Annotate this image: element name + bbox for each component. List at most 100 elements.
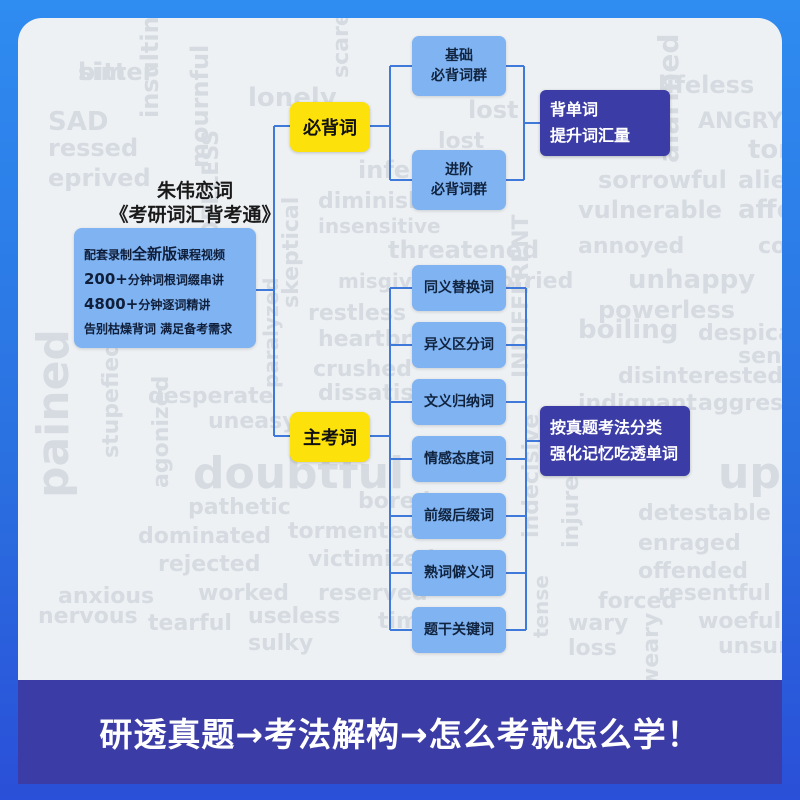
intro-box: 配套录制全新版课程视频 200+分钟词根词缀串讲 4800+分钟逐词精讲 告别枯… [74, 228, 256, 348]
intro-line-text: 分钟逐词精讲 [138, 298, 211, 312]
background-word: forced [598, 589, 677, 614]
node-basic-words: 基础 必背词群 [412, 36, 506, 96]
background-word: tormented [288, 519, 419, 544]
background-word: woeful [698, 609, 781, 634]
background-word: nervous [38, 604, 138, 629]
background-word: unsure [718, 634, 782, 659]
intro-line: 200+分钟词根词缀串讲 [84, 267, 248, 292]
background-word: threatened [388, 236, 539, 264]
background-word: enraged [638, 531, 741, 556]
background-word: eprived [48, 164, 151, 192]
background-word: uneasy [208, 409, 297, 434]
outcome-line: 背单词 [550, 100, 599, 119]
outcome-line: 按真题考法分类 [550, 418, 663, 437]
node-distinction: 异义区分词 [412, 322, 506, 368]
background-word: sorrowful [598, 166, 727, 194]
background-word: wary [568, 611, 628, 636]
background-word: dominated [138, 524, 271, 549]
node-advanced-words: 进阶 必背词群 [412, 150, 506, 210]
background-word: annoyed [578, 234, 684, 259]
background-word: upset [718, 448, 782, 499]
background-word: loss [568, 636, 617, 661]
background-word: INDIFFERENT [509, 214, 534, 378]
intro-line-highlight: 200+ [84, 270, 128, 288]
outcome-line: 强化记忆吃透单词 [550, 444, 679, 463]
intro-line: 告别枯燥背词 满足备考需求 [84, 317, 248, 341]
connector-lines [256, 65, 540, 631]
background-word: cowardly [758, 234, 782, 259]
background-word: lost [468, 96, 518, 124]
intro-line-text: 配套录制 [84, 248, 133, 262]
node-label: 必背词群 [431, 68, 487, 84]
intro-line: 配套录制全新版课程视频 [84, 242, 248, 267]
background-word: alienated [738, 166, 782, 194]
background-word: boiling [578, 315, 678, 345]
background-word: detestable [638, 501, 771, 526]
background-word: rejected [158, 552, 260, 577]
background-word: tense [529, 575, 553, 638]
background-word: sulky [248, 631, 313, 656]
node-bibeici: 必背词 [290, 102, 370, 152]
background-word: resentful [658, 581, 771, 606]
background-word: ANGRY [698, 109, 782, 134]
background-word: SAD [48, 107, 108, 137]
background-word: sensitive [738, 344, 782, 369]
outcome-top: 背单词 提升词汇量 [540, 90, 670, 156]
background-word: disinterested [618, 364, 782, 389]
intro-author: 朱伟恋词 [156, 180, 233, 202]
intro-book-title: 《考研词汇背考通》 [109, 204, 281, 226]
background-word: crushed [313, 357, 412, 382]
background-word: lifeless [658, 71, 754, 99]
background-word: insulting [136, 18, 164, 118]
background-word: torture [748, 135, 782, 165]
background-word: desperate [148, 384, 274, 409]
node-synonym: 同义替换词 [412, 265, 506, 311]
intro-line-text: 告别枯燥背词 满足备考需求 [84, 322, 233, 336]
intro-line-text: 课程视频 [177, 248, 226, 262]
background-word: agonized [149, 376, 174, 488]
outcome-line: 提升词汇量 [550, 126, 631, 145]
background-word: anxious [58, 584, 154, 609]
background-word: mournful [186, 45, 214, 168]
bottom-banner: 研透真题→考法解构→怎么考就怎么学！ [18, 680, 782, 784]
background-word: scared [329, 18, 354, 78]
background-word: ressed [48, 134, 138, 162]
background-word: pained [28, 329, 79, 498]
background-word: offended [638, 559, 748, 584]
background-word: reserved [318, 581, 428, 606]
background-word: tearful [148, 611, 232, 636]
background-word: unhappy [628, 265, 755, 295]
node-attitude: 情感态度词 [412, 436, 506, 482]
node-label: 必背词群 [431, 182, 487, 198]
intro-line: 4800+分钟逐词精讲 [84, 292, 248, 317]
background-word: lost [438, 129, 485, 154]
node-summary: 文义归纳词 [412, 379, 506, 425]
outcome-bottom: 按真题考法分类 强化记忆吃透单词 [540, 406, 690, 476]
background-word: weary [639, 613, 664, 688]
background-word: vulnerable [578, 196, 722, 224]
intro-line-highlight: 4800+ [84, 295, 139, 313]
node-keyword: 题干关键词 [412, 607, 506, 653]
background-word: useless [248, 604, 340, 629]
background-word: insensitive [318, 214, 441, 238]
node-label: 进阶 [445, 162, 473, 178]
background-word: pathetic [188, 495, 291, 520]
background-word: stupefied [99, 341, 124, 458]
background-word: paralyzed [259, 277, 283, 388]
node-rare-meaning: 熟词僻义词 [412, 550, 506, 596]
background-word: despicable [698, 321, 782, 346]
intro-line-highlight: 全新版 [132, 245, 178, 263]
node-zhukaoci: 主考词 [290, 412, 370, 462]
background-word: powerless [598, 296, 735, 324]
background-word: affected [738, 195, 782, 225]
background-word: aggressive [698, 391, 782, 416]
background-word: bitter [78, 58, 155, 86]
background-word: sim [78, 58, 126, 86]
background-word: worked [198, 581, 289, 606]
intro-line-text: 分钟词根词缀串讲 [127, 273, 224, 287]
node-label: 基础 [445, 48, 473, 64]
node-affix: 前缀后缀词 [412, 493, 506, 539]
background-word: indecisive [519, 414, 544, 538]
background-word: skeptical [279, 197, 304, 308]
